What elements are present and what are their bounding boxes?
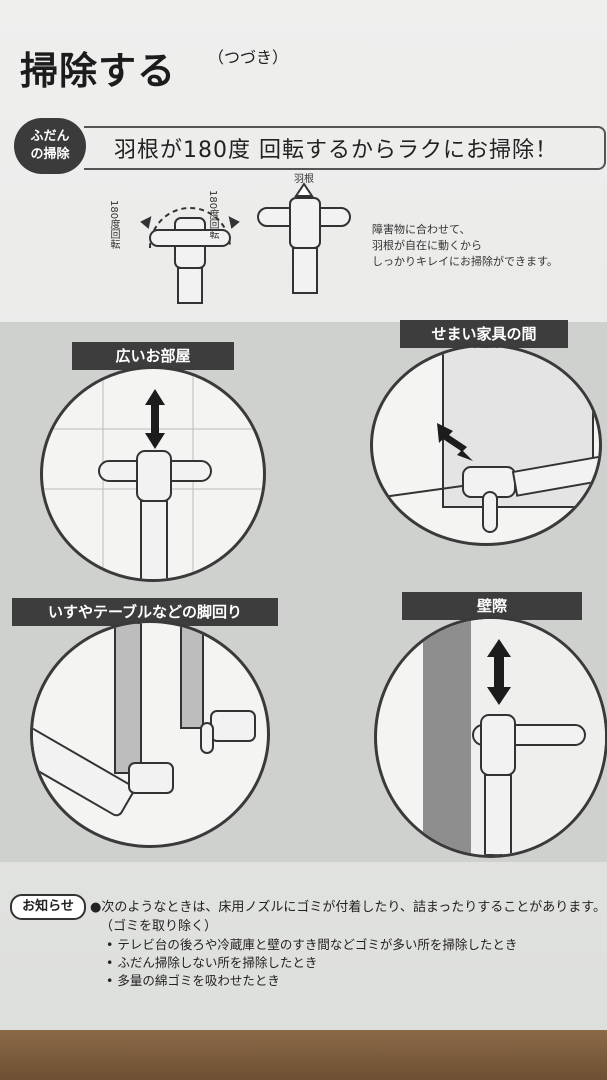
panel-wide-room bbox=[40, 366, 266, 582]
feature-description: 障害物に合わせて、 羽根が自在に動くから しっかりキレイにお掃除ができます。 bbox=[372, 223, 558, 268]
panel-label-wide-room: 広いお部屋 bbox=[72, 342, 234, 370]
feature-heading: ふだん の掃除 羽根が180度 回転するからラクにお掃除！ bbox=[14, 118, 606, 174]
page-subtitle: （つづき） bbox=[208, 48, 289, 67]
manual-page: 掃除する （つづき） ふだん の掃除 羽根が180度 回転するからラクにお掃除！… bbox=[0, 0, 607, 1040]
notice-section: お知らせ ●次のようなときは、床用ノズルにゴミが付着したり、詰まったりすることが… bbox=[10, 894, 607, 1004]
notice-item: • テレビ台の後ろや冷蔵庫と壁のすき間などゴミが多い所を掃除したとき bbox=[106, 937, 518, 952]
page-title: 掃除する bbox=[20, 49, 177, 93]
nozzle-rotation-diagram bbox=[140, 182, 351, 304]
notice-item: • 多量の綿ゴミを吸わせたとき bbox=[106, 973, 280, 988]
chair-legs-illustration bbox=[33, 623, 256, 817]
rotating-nozzle-illustration bbox=[140, 207, 240, 304]
blade-label: 羽根 bbox=[294, 174, 314, 185]
panel-chair-legs bbox=[30, 620, 270, 848]
rotate-left-label: 180度回転 bbox=[108, 200, 119, 250]
notice-item: • ふだん掃除しない所を掃除したとき bbox=[106, 955, 318, 970]
feature-frame bbox=[84, 126, 606, 170]
panel-label-narrow-furniture: せまい家具の間 bbox=[400, 320, 568, 348]
wide-room-illustration bbox=[43, 369, 263, 579]
blade-nozzle-illustration bbox=[257, 182, 351, 294]
notice-list: • テレビ台の後ろや冷蔵庫と壁のすき間などゴミが多い所を掃除したとき • ふだん… bbox=[106, 936, 517, 990]
rotate-right-label: 180度回転 bbox=[207, 190, 218, 240]
panel-label-wall-edge: 壁際 bbox=[402, 592, 582, 620]
panel-narrow-furniture bbox=[370, 344, 602, 546]
narrow-furniture-illustration bbox=[382, 347, 599, 533]
wall-edge-illustration bbox=[423, 619, 605, 855]
feature-badge: ふだん の掃除 bbox=[14, 118, 86, 174]
panel-wall-edge bbox=[374, 616, 607, 858]
desk-surface bbox=[0, 1030, 607, 1080]
notice-main-text: ●次のようなときは、床用ノズルにゴミが付着したり、詰まったりすることがあります。 bbox=[90, 900, 607, 915]
notice-badge: お知らせ bbox=[10, 894, 86, 920]
notice-sub-text: （ゴミを取り除く） bbox=[100, 919, 218, 934]
feature-headline: 羽根が180度 回転するからラクにお掃除！ bbox=[114, 138, 558, 163]
